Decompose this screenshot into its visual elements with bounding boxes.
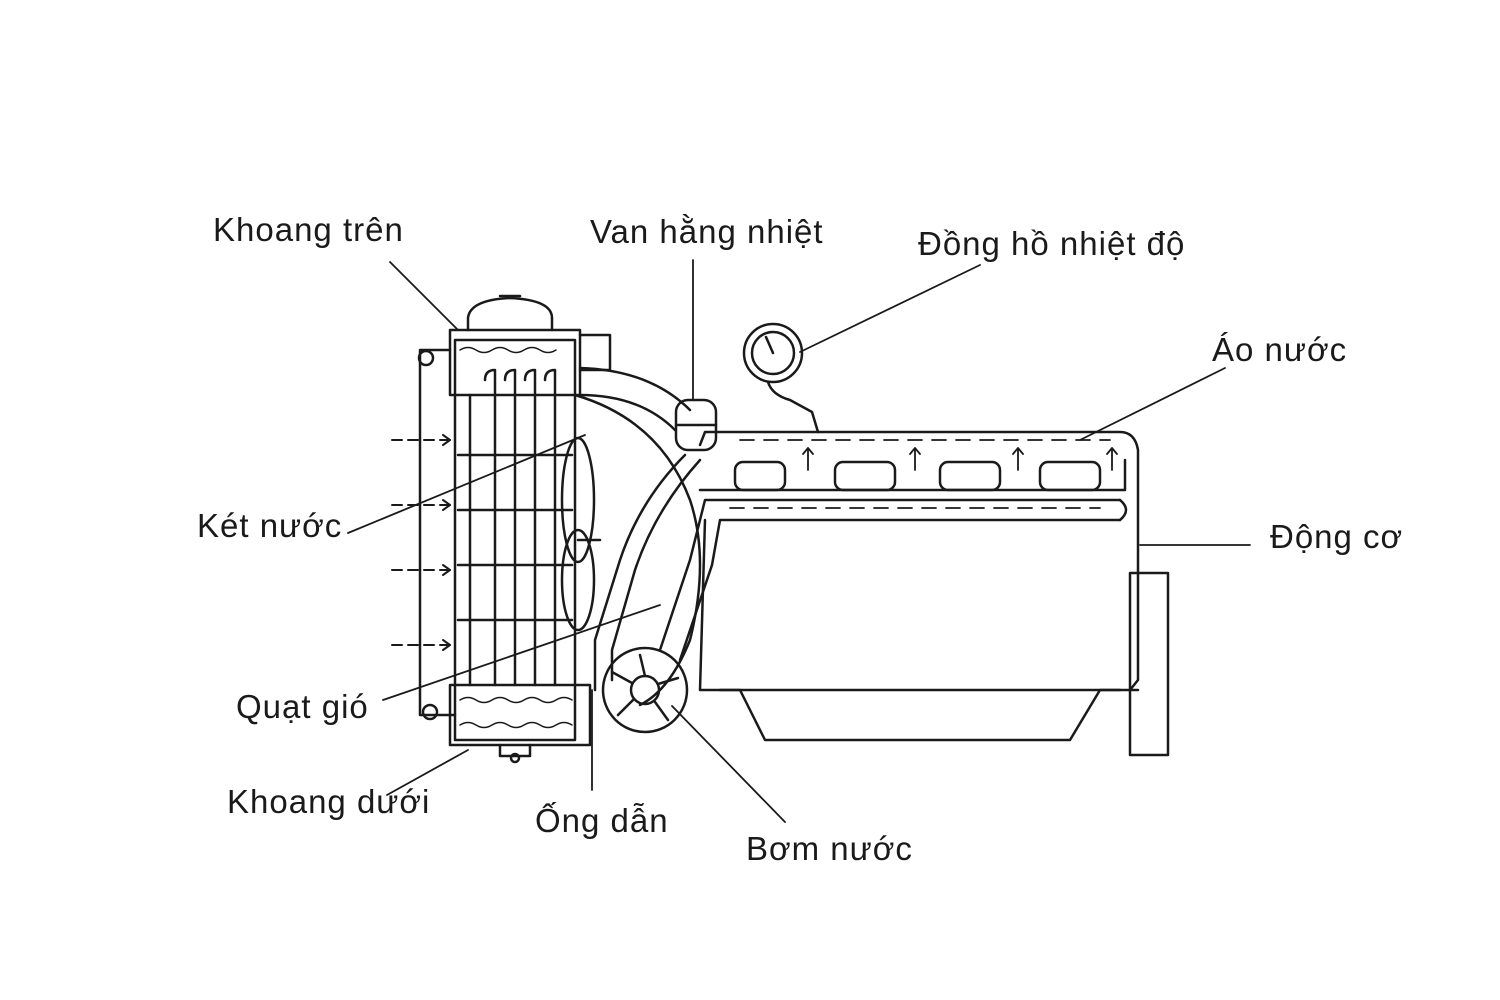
label-quat-gio: Quạt gió [236,688,369,725]
temperature-gauge [742,322,820,434]
label-ong-dan: Ống dẫn [535,802,669,839]
label-dong-co: Động cơ [1270,518,1404,555]
upper-hose [578,366,692,432]
fan [560,393,702,707]
thermostat [674,398,718,452]
leader-lines [347,259,1251,823]
radiator [417,294,612,764]
label-bom-nuoc: Bơm nước [746,830,913,867]
bypass-pipe [593,453,702,692]
airflow-arrows [391,434,451,651]
label-van-hang-nhiet: Van hằng nhiệt [590,213,824,250]
label-khoang-duoi: Khoang dưới [227,783,431,820]
label-dong-ho-nhiet-do: Đồng hồ nhiệt độ [918,225,1186,262]
label-ket-nuoc: Két nước [197,507,343,544]
label-ao-nuoc: Áo nước [1212,331,1348,368]
label-khoang-tren: Khoang trên [213,211,404,248]
engine-block [698,430,1170,757]
water-pump [601,498,1128,734]
